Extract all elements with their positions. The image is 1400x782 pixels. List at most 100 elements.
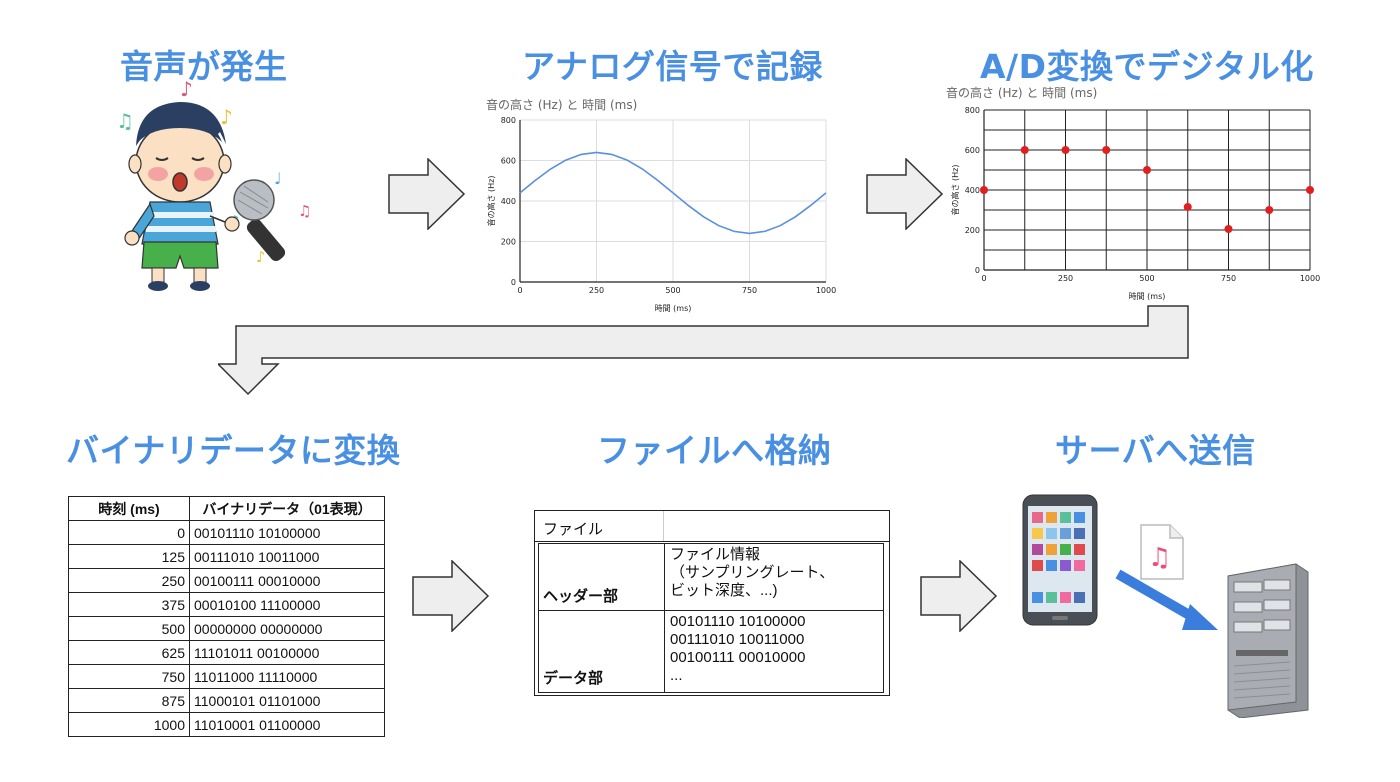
time-cell: 125 [68,544,190,569]
flow-arrow-4 [920,560,998,632]
title-sound: 音声が発生 [120,47,288,86]
smartphone-icon [1022,494,1098,626]
analog-chart: 0 250 500 750 1000 0 200 400 600 800 時間 (ms) 音の高さ (… [486,116,836,313]
x-tick-label: 750 [1221,274,1236,283]
y-tick-label: 0 [511,278,516,287]
music-file-icon: ♫ [1140,524,1184,580]
flow-arrow-1 [388,158,466,230]
binary-cell: 11011000 11110000 [189,664,385,689]
x-tick-label: 500 [1139,274,1154,283]
y-tick-label: 600 [965,146,980,155]
server-icon [1227,563,1309,718]
binary-cell: 11000101 01101000 [189,688,385,713]
transfer-arrow-icon [1115,569,1218,630]
y-tick-label: 400 [501,197,516,206]
data-point [1265,206,1274,214]
svg-text:♪: ♪ [220,105,233,129]
time-cell: 875 [68,688,190,713]
column-header-time: 時刻 (ms) [68,496,190,521]
x-tick-label: 250 [1058,274,1073,283]
data-section: データ部 00101110 10100000 00111010 10011000… [539,611,883,692]
header-section: ヘッダー部 ファイル情報 （サンプリングレート、 ビット深度、...) [539,544,883,611]
series-line [519,151,827,235]
data-point [1183,203,1192,211]
y-tick-label: 200 [965,226,980,235]
flow-arrow-2 [866,158,944,230]
data-point [1061,146,1070,154]
data-point [1020,146,1029,154]
file-sections: ヘッダー部 ファイル情報 （サンプリングレート、 ビット深度、...) データ部… [538,543,884,693]
flow-arrow-wrap [218,305,1189,396]
column-header-binary: バイナリデータ（01表現） [189,496,385,521]
y-tick-label: 800 [965,106,980,115]
header-section-label: ヘッダー部 [543,588,619,605]
binary-cell: 11101011 00100000 [189,640,385,665]
svg-text:♫: ♫ [1148,543,1171,573]
digital-chart: 0 250 500 750 1000 0 200 400 600 800 時間 (ms) 音の高さ (… [950,106,1320,301]
data-section-label: データ部 [543,670,604,687]
time-cell: 500 [68,616,190,641]
title-analog: アナログ信号で記録 [522,47,823,86]
time-cell: 750 [68,664,190,689]
title-server: サーバへ送信 [1055,431,1256,470]
time-cell: 250 [68,568,190,593]
file-label: ファイル [543,521,604,538]
data-section-content: 00101110 10100000 00111010 10011000 0010… [670,613,806,684]
title-file: ファイルへ格納 [597,431,832,470]
file-structure-box: ファイル ヘッダー部 ファイル情報 （サンプリングレート、 ビット深度、...)… [534,510,890,696]
binary-cell: 00100111 00010000 [189,568,385,593]
y-axis-label: 音の高さ (Hz) [950,165,960,216]
digital-chart-title: 音の高さ (Hz) と 時間 (ms) [946,86,1098,100]
time-cell: 1000 [68,712,190,737]
title-digital: A/D変換でデジタル化 [980,47,1314,86]
microphone-icon [233,179,286,262]
data-point [1306,186,1314,194]
y-axis-label: 音の高さ (Hz) [486,176,496,227]
time-cell: 0 [68,520,190,545]
svg-text:♪: ♪ [256,248,266,266]
x-tick-label: 750 [742,286,757,295]
x-tick-label: 500 [665,286,680,295]
y-tick-label: 800 [501,116,516,125]
svg-text:♩: ♩ [274,169,282,188]
x-axis-label: 時間 (ms) [655,304,692,313]
analog-chart-title: 音の高さ (Hz) と 時間 (ms) [486,98,638,112]
data-point [1143,166,1151,174]
file-header-row: ファイル [535,511,889,542]
svg-text:♫: ♫ [116,109,134,133]
header-section-content: ファイル情報 （サンプリングレート、 ビット深度、...) [670,546,835,599]
data-point [980,186,988,194]
x-tick-label: 0 [981,274,986,283]
y-tick-label: 600 [501,157,516,166]
data-point [1102,146,1111,154]
time-cell: 625 [68,640,190,665]
y-tick-label: 200 [501,238,516,247]
time-cell: 375 [68,592,190,617]
x-axis-label: 時間 (ms) [1129,292,1166,301]
svg-text:♫: ♫ [298,202,311,220]
y-tick-label: 0 [975,266,980,275]
binary-cell: 11010001 01100000 [189,712,385,737]
x-tick-label: 1000 [1300,274,1320,283]
x-tick-label: 0 [517,286,522,295]
y-tick-label: 400 [965,186,980,195]
binary-cell: 00010100 11100000 [189,592,385,617]
x-tick-label: 250 [589,286,604,295]
data-point [1224,225,1233,233]
binary-cell: 00000000 00000000 [189,616,385,641]
table-header-row: 時刻 (ms) バイナリデータ（01表現） [68,496,385,521]
binary-cell: 00101110 10100000 [189,520,385,545]
x-tick-label: 1000 [816,286,836,295]
binary-cell: 00111010 10011000 [189,544,385,569]
flow-arrow-3 [412,560,490,632]
